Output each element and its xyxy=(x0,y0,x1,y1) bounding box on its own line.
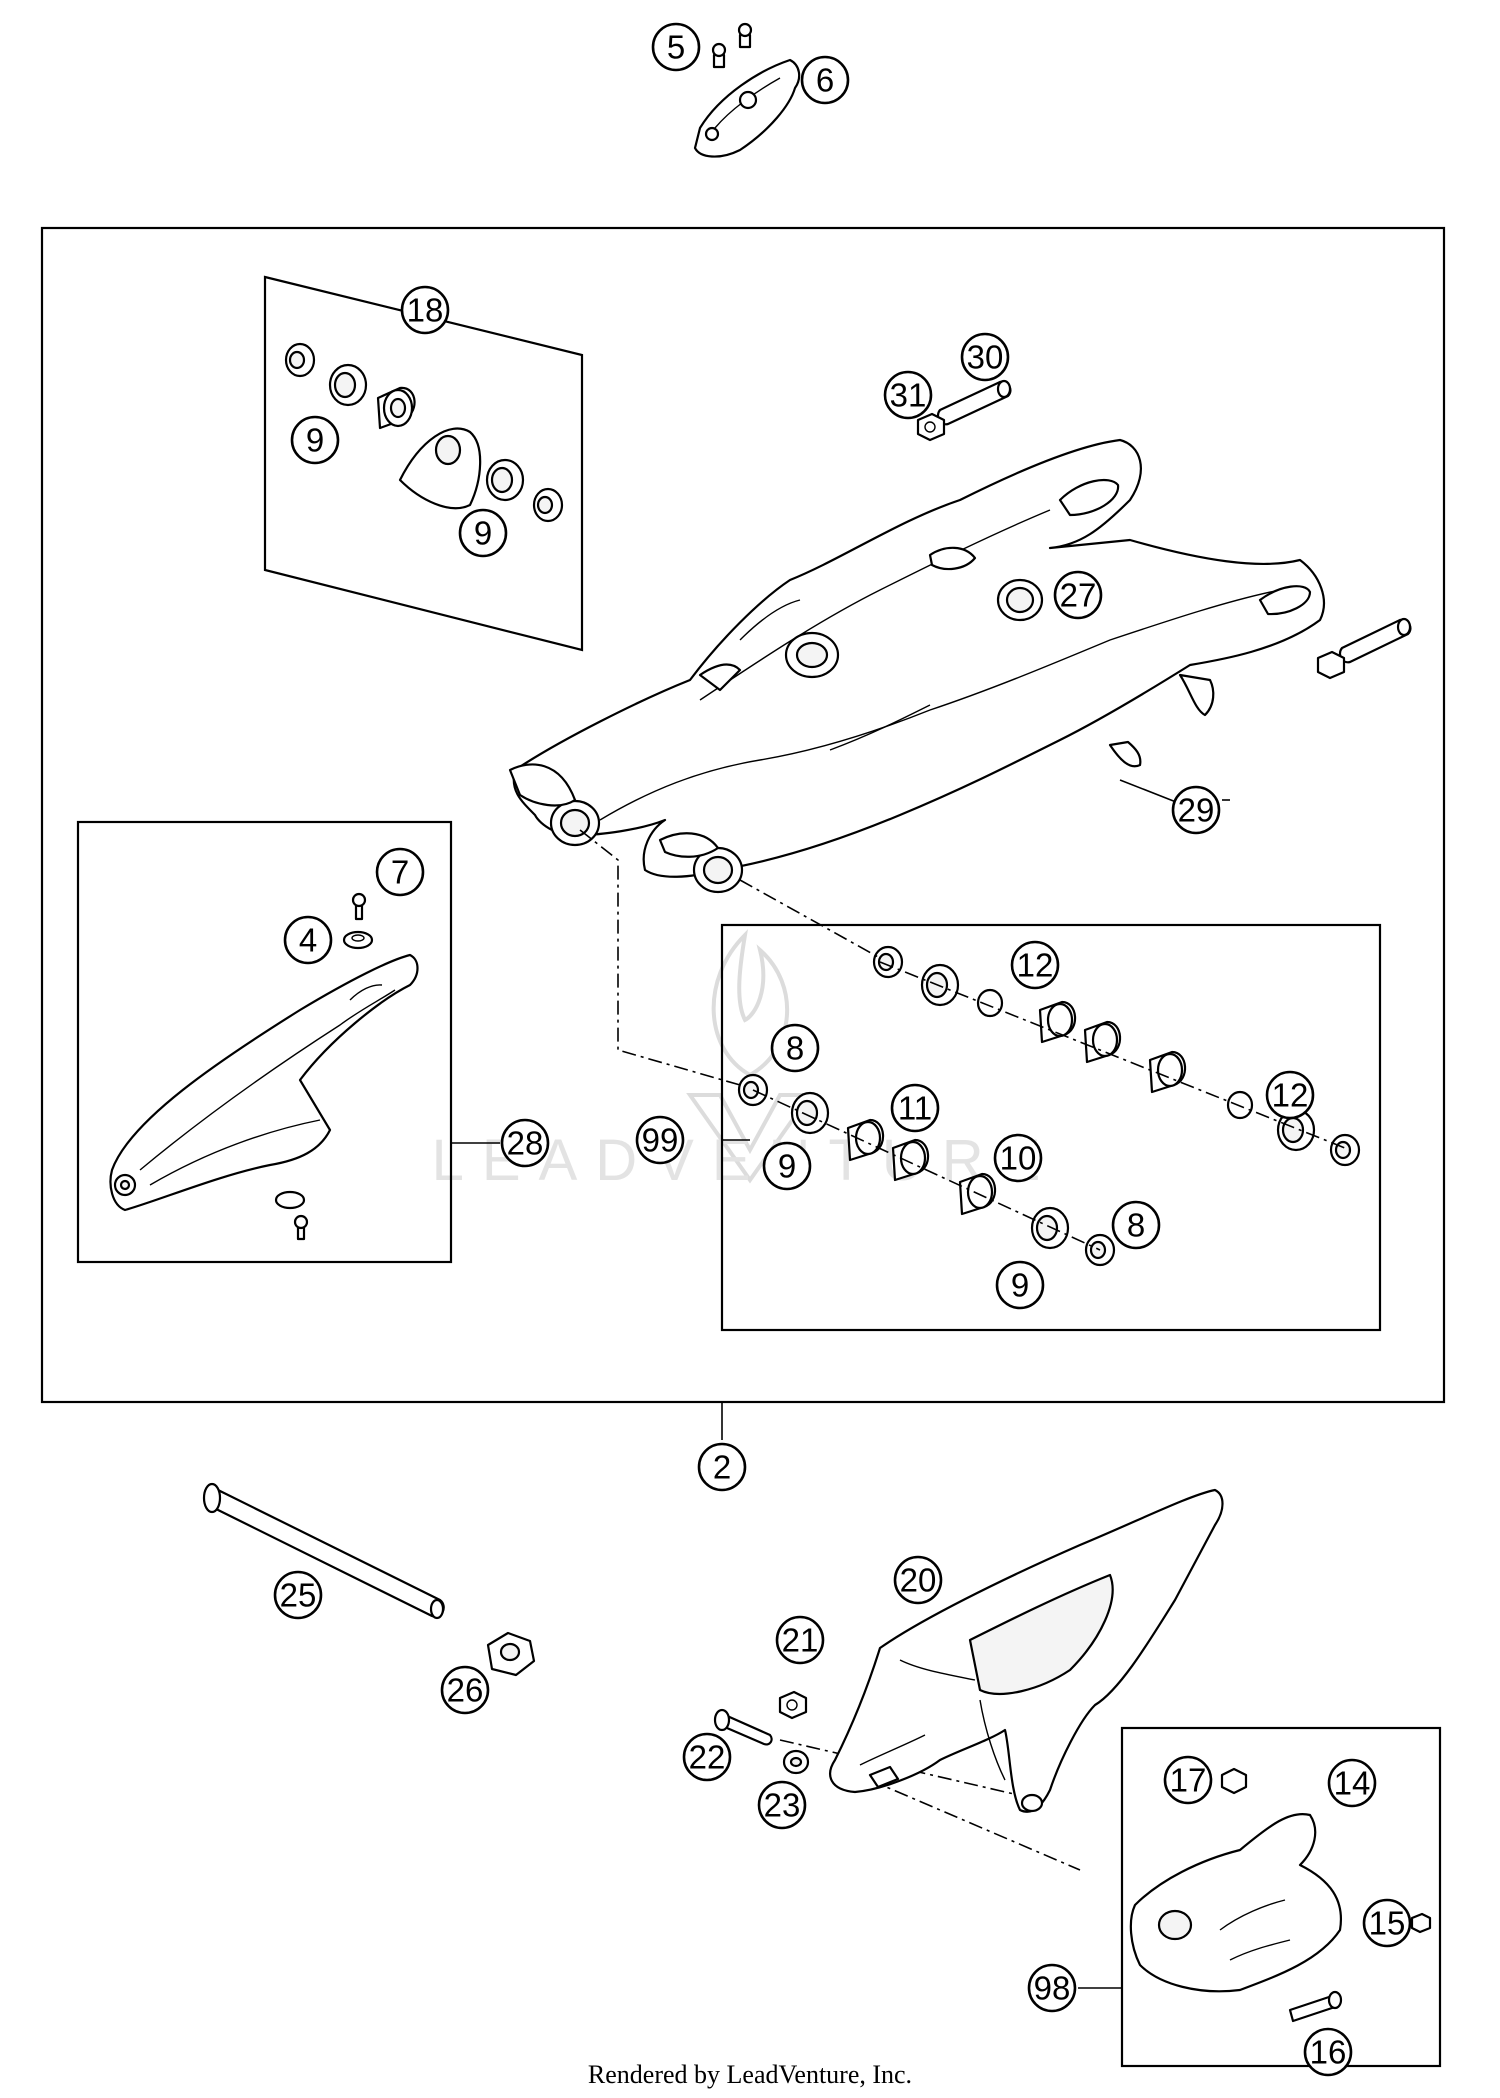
callout-26: 26 xyxy=(440,1665,490,1715)
callout-25: 25 xyxy=(273,1570,323,1620)
chain-slider-kit-frame xyxy=(76,820,453,1264)
callout-label-9-b: 9 xyxy=(474,515,492,552)
axle-pin-right xyxy=(1316,617,1412,680)
callout-4: 4 xyxy=(283,915,333,965)
callout-6: 6 xyxy=(800,55,850,105)
callout-8-a: 8 xyxy=(770,1023,820,1073)
callout-label-20: 20 xyxy=(900,1562,937,1599)
bearing-kit-99-parts xyxy=(737,945,1361,1267)
callout-label-12-a: 12 xyxy=(1017,947,1054,984)
callout-99: 99 xyxy=(635,1115,685,1165)
callout-14: 14 xyxy=(1327,1758,1377,1808)
callout-label-6: 6 xyxy=(816,62,834,99)
chain-guard-20 xyxy=(829,1488,1224,1813)
clamp-part-6 xyxy=(693,22,801,158)
callout-98: 98 xyxy=(1027,1963,1077,2013)
callout-15: 15 xyxy=(1362,1898,1412,1948)
axle-pin-30 xyxy=(936,379,1012,426)
bearing-kit-18 xyxy=(284,342,564,523)
callout-12-b: 12 xyxy=(1265,1070,1315,1120)
callout-31: 31 xyxy=(883,370,933,420)
pivot-bolt-25 xyxy=(202,1482,445,1620)
callout-22: 22 xyxy=(682,1732,732,1782)
callout-label-7: 7 xyxy=(391,854,409,891)
callout-17: 17 xyxy=(1163,1755,1213,1805)
callout-label-29: 29 xyxy=(1178,792,1215,829)
swingarm-group-frame xyxy=(40,226,1446,1404)
callout-label-22: 22 xyxy=(689,1739,726,1776)
callout-7: 7 xyxy=(375,847,425,897)
callout-23: 23 xyxy=(757,1780,807,1830)
callout-label-10: 10 xyxy=(1000,1140,1037,1177)
callout-label-9-a: 9 xyxy=(306,422,324,459)
callout-9-c: 9 xyxy=(762,1141,812,1191)
callout-28: 28 xyxy=(500,1118,550,1168)
callout-label-25: 25 xyxy=(280,1577,317,1614)
callout-label-11: 11 xyxy=(898,1090,932,1127)
callout-20: 20 xyxy=(893,1555,943,1605)
callout-18: 18 xyxy=(400,285,450,335)
callout-label-14: 14 xyxy=(1334,1765,1371,1802)
callout-29: 29 xyxy=(1171,785,1221,835)
bearing-kit-18-panel xyxy=(263,275,584,652)
callout-9-a: 9 xyxy=(290,415,340,465)
callout-27: 27 xyxy=(1053,570,1103,620)
callout-30: 30 xyxy=(960,332,1010,382)
callout-label-18: 18 xyxy=(407,292,444,329)
callout-label-28: 28 xyxy=(507,1125,544,1162)
callout-label-16: 16 xyxy=(1310,2034,1347,2071)
callout-9-b: 9 xyxy=(458,508,508,558)
bushing-27 xyxy=(996,578,1044,622)
callout-21: 21 xyxy=(775,1615,825,1665)
callout-label-17: 17 xyxy=(1170,1762,1207,1799)
callout-label-99: 99 xyxy=(642,1122,679,1159)
callout-label-2: 2 xyxy=(713,1449,731,1486)
callout-12-a: 12 xyxy=(1010,940,1060,990)
callout-label-98: 98 xyxy=(1034,1970,1071,2007)
render-credit: Rendered by LeadVenture, Inc. xyxy=(587,2060,913,2089)
callout-label-4: 4 xyxy=(299,922,317,959)
fasteners-21-22-23 xyxy=(713,1690,810,1775)
callout-label-9-d: 9 xyxy=(1011,1267,1029,1304)
nut-26 xyxy=(486,1631,536,1677)
callout-5: 5 xyxy=(651,22,701,72)
chain-slider-28 xyxy=(109,892,419,1241)
callout-label-12-b: 12 xyxy=(1272,1077,1309,1114)
chain-guide-kit-frame xyxy=(1120,1726,1442,2068)
callout-label-23: 23 xyxy=(764,1787,801,1824)
callout-label-21: 21 xyxy=(782,1622,819,1659)
nut-31 xyxy=(916,412,946,442)
callout-label-8-b: 8 xyxy=(1127,1207,1145,1244)
callout-label-8-a: 8 xyxy=(786,1030,804,1067)
callout-11: 11 xyxy=(890,1083,940,1133)
callout-label-31: 31 xyxy=(890,377,927,414)
callout-label-26: 26 xyxy=(447,1672,484,1709)
callout-16: 16 xyxy=(1303,2027,1353,2077)
callout-label-27: 27 xyxy=(1060,577,1097,614)
callout-8-b: 8 xyxy=(1111,1200,1161,1250)
callout-label-9-c: 9 xyxy=(778,1148,796,1185)
callout-label-30: 30 xyxy=(967,339,1004,376)
swingarm xyxy=(508,438,1325,894)
callout-label-5: 5 xyxy=(667,29,685,66)
bearing-kit-99-frame xyxy=(720,923,1382,1332)
callout-9-d: 9 xyxy=(995,1260,1045,1310)
callout-10: 10 xyxy=(993,1133,1043,1183)
callout-2: 2 xyxy=(697,1442,747,1492)
callout-label-15: 15 xyxy=(1369,1905,1406,1942)
chain-guide-kit-98-parts xyxy=(1129,1767,1432,2023)
